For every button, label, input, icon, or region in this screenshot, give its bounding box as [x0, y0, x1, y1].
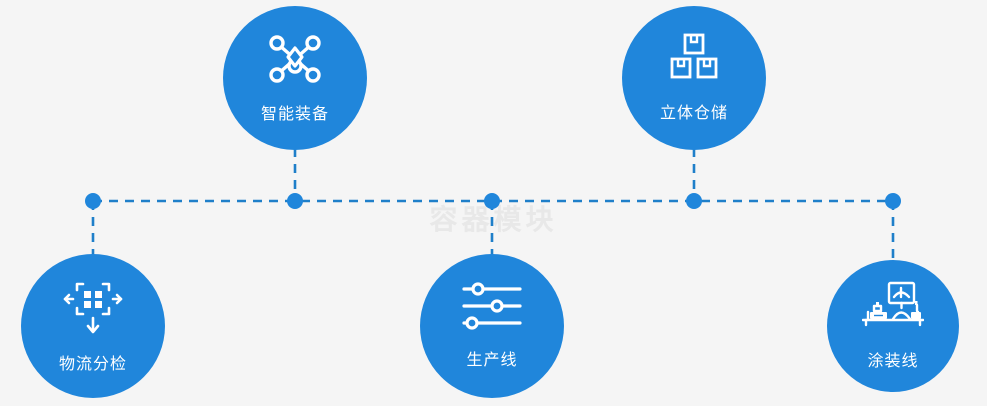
node-label-production-line: 生产线 — [466, 352, 518, 369]
node-logistics-sorting[interactable]: 物流分检 — [21, 254, 165, 398]
node-label-stereoscopic-warehouse: 立体仓储 — [659, 105, 728, 122]
junction-intelligent-equipment[interactable] — [287, 193, 303, 209]
node-stereoscopic-warehouse[interactable]: 立体仓储 — [622, 6, 766, 150]
network-nodes-icon — [266, 32, 324, 86]
junction-logistics-sorting[interactable] — [85, 193, 101, 209]
node-label-painting-line: 涂装线 — [867, 353, 919, 370]
node-production-line[interactable]: 生产线 — [420, 254, 564, 398]
stacked-boxes-icon — [666, 33, 722, 85]
sliders-icon — [461, 282, 523, 330]
junction-stereoscopic-warehouse[interactable] — [686, 193, 702, 209]
node-label-intelligent-equipment: 智能装备 — [260, 106, 329, 123]
junction-painting-line[interactable] — [885, 193, 901, 209]
node-painting-line[interactable]: 涂装线 — [827, 260, 959, 392]
node-intelligent-equipment[interactable]: 智能装备 — [223, 6, 367, 150]
junction-production-line[interactable] — [484, 193, 500, 209]
sorting-arrows-icon — [63, 278, 123, 334]
node-label-logistics-sorting: 物流分检 — [58, 356, 127, 373]
spray-booth-icon — [861, 281, 925, 331]
